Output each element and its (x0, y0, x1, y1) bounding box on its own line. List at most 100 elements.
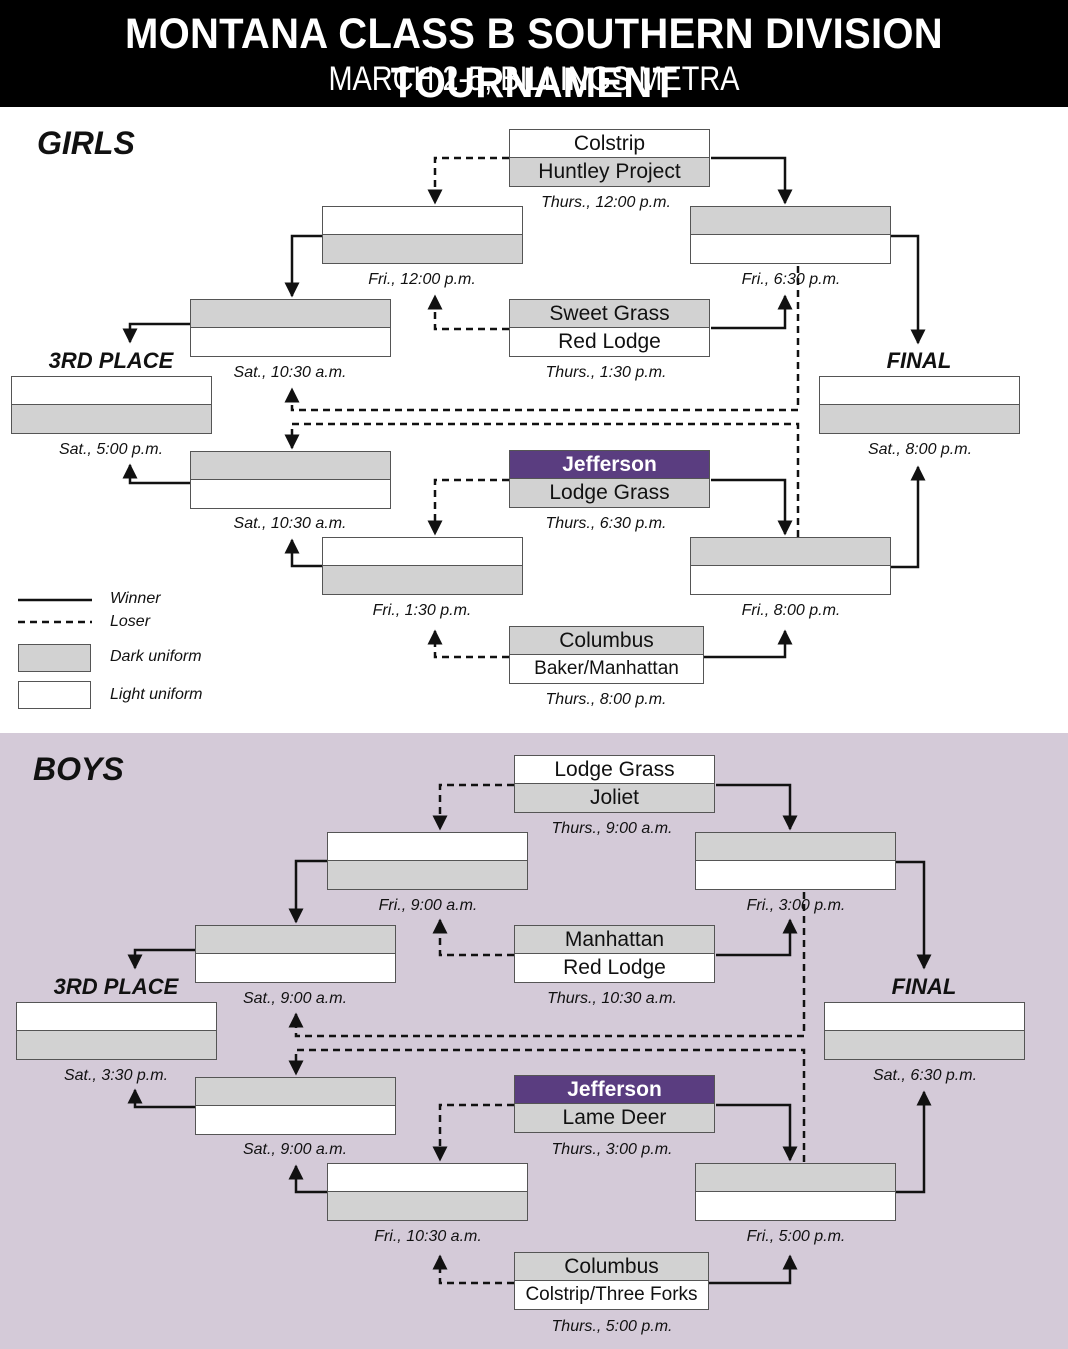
game-box: Columbus Colstrip/Three Forks (514, 1252, 709, 1310)
team-slot: Joliet (515, 784, 714, 812)
legend-light-swatch (18, 681, 91, 709)
girls-title: GIRLS (37, 125, 135, 161)
game-time: Sat., 9:00 a.m. (242, 1141, 348, 1158)
team-slot (696, 833, 895, 861)
final-label: FINAL (891, 974, 957, 999)
team-slot (323, 566, 522, 594)
loser-line (284, 266, 800, 412)
game-time: Sat., 10:30 a.m. (233, 364, 347, 381)
winner-line (709, 1254, 798, 1285)
game-box (195, 1077, 396, 1135)
team-slot (17, 1031, 216, 1059)
legend-winner: Winner (110, 590, 161, 607)
game-box (322, 206, 523, 264)
team-slot: Baker/Manhattan (510, 655, 703, 683)
winner-line (711, 156, 793, 205)
team-slot (696, 1164, 895, 1192)
legend-dark: Dark uniform (110, 648, 202, 665)
girls-connector-lines (18, 156, 926, 659)
game-box: Colstrip Huntley Project (509, 129, 710, 187)
loser-line (288, 1048, 806, 1162)
team-slot: Colstrip (510, 130, 709, 158)
game-box (690, 537, 891, 595)
team-slot: Columbus (515, 1253, 708, 1281)
game-time: Fri., 9:00 a.m. (378, 897, 478, 914)
game-time: Thurs., 12:00 p.m. (541, 194, 671, 211)
team-slot: Lodge Grass (510, 479, 709, 507)
team-slot: Lame Deer (515, 1104, 714, 1132)
third-place-box (11, 376, 212, 434)
game-box (695, 832, 896, 890)
winner-line (891, 234, 926, 345)
team-slot (328, 833, 527, 861)
game-time: Thurs., 3:00 p.m. (551, 1141, 673, 1158)
loser-line (427, 156, 509, 205)
game-time: Sat., 3:30 p.m. (63, 1067, 169, 1084)
legend-light: Light uniform (110, 686, 203, 703)
winner-line (284, 538, 322, 568)
game-box (690, 206, 891, 264)
game-time: Sat., 8:00 p.m. (867, 441, 973, 458)
game-time: Sat., 5:00 p.m. (58, 441, 164, 458)
team-slot (820, 405, 1019, 433)
game-time: Sat., 10:30 a.m. (233, 515, 347, 532)
team-slot (696, 861, 895, 889)
winner-line (122, 463, 190, 485)
page-subtitle: MARCH 2-5, BILLINGS METRA (328, 60, 740, 98)
team-slot: Red Lodge (515, 954, 714, 982)
team-slot: Huntley Project (510, 158, 709, 186)
team-slot (196, 954, 395, 982)
team-slot: Sweet Grass (510, 300, 709, 328)
winner-line (704, 629, 793, 659)
game-time: Fri., 12:00 p.m. (368, 271, 476, 288)
team-slot-highlighted: Jefferson (510, 451, 709, 479)
winner-line (284, 234, 322, 298)
game-time: Fri., 3:00 p.m. (746, 897, 846, 914)
game-box: Lodge Grass Joliet (514, 755, 715, 813)
team-slot (196, 1078, 395, 1106)
team-slot: Colstrip/Three Forks (515, 1281, 708, 1309)
game-time: Sat., 6:30 p.m. (872, 1067, 978, 1084)
third-place-box (16, 1002, 217, 1060)
loser-line (432, 1254, 514, 1285)
final-label: FINAL (886, 348, 952, 373)
game-box: Sweet Grass Red Lodge (509, 299, 710, 357)
game-time: Fri., 1:30 p.m. (372, 602, 472, 619)
winner-line (716, 1103, 798, 1162)
team-slot (328, 1164, 527, 1192)
game-box (190, 451, 391, 509)
game-time: Sat., 9:00 a.m. (242, 990, 348, 1007)
game-box: Columbus Baker/Manhattan (509, 626, 704, 684)
team-slot: Manhattan (515, 926, 714, 954)
team-slot-highlighted: Jefferson (515, 1076, 714, 1104)
team-slot (691, 538, 890, 566)
loser-line (432, 783, 514, 831)
team-slot (825, 1003, 1024, 1031)
final-box (819, 376, 1020, 434)
team-slot: Red Lodge (510, 328, 709, 356)
legend-dark-swatch (18, 644, 91, 672)
game-time: Thurs., 6:30 p.m. (545, 515, 667, 532)
loser-line (427, 478, 509, 536)
winner-line (896, 860, 932, 970)
winner-line (122, 322, 190, 344)
team-slot (691, 566, 890, 594)
legend-loser: Loser (110, 613, 151, 630)
game-box (327, 832, 528, 890)
winner-line (896, 1090, 932, 1194)
team-slot (328, 861, 527, 889)
team-slot (820, 377, 1019, 405)
final-box (824, 1002, 1025, 1060)
winner-line (711, 294, 793, 330)
team-slot (825, 1031, 1024, 1059)
winner-line (711, 478, 793, 536)
game-time: Fri., 8:00 p.m. (741, 602, 841, 619)
game-box (190, 299, 391, 357)
loser-line (284, 422, 800, 537)
game-box: Jefferson Lame Deer (514, 1075, 715, 1133)
game-box: Manhattan Red Lodge (514, 925, 715, 983)
team-slot (196, 926, 395, 954)
page-title: MONTANA CLASS B SOUTHERN DIVISION TOURNA… (125, 10, 943, 107)
